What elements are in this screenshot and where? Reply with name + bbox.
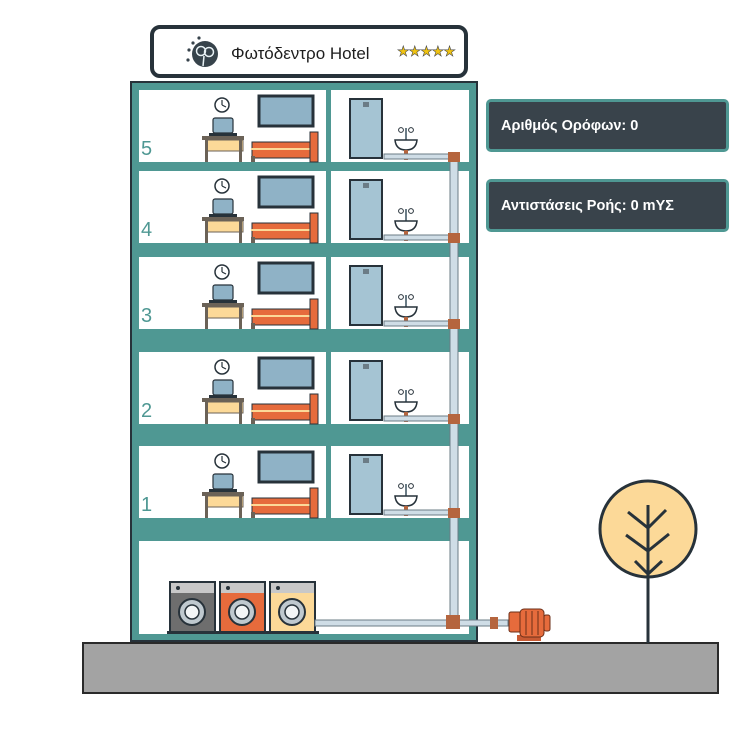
floor-number-label: 4 (141, 219, 153, 241)
floor-2 (139, 352, 469, 425)
sink-icon (394, 127, 418, 160)
shower-cabin (349, 265, 383, 326)
washing-machine (269, 581, 316, 634)
floor-number-label: 3 (141, 305, 153, 327)
clock-icon (214, 97, 230, 113)
floor-number-label: 5 (141, 138, 153, 160)
shower-cabin (349, 454, 383, 515)
floors-count-label: Αριθμός Ορόφων: 0 (501, 117, 639, 134)
tv-screen (257, 175, 315, 209)
desk (202, 198, 244, 243)
tv-screen (257, 356, 315, 390)
bed (251, 298, 319, 330)
tv-screen (257, 261, 315, 295)
floor-5 (139, 90, 469, 163)
washing-machine (169, 581, 216, 634)
desk (202, 379, 244, 424)
bed (251, 393, 319, 425)
shower-cabin (349, 360, 383, 421)
tree (598, 479, 698, 643)
clock-icon (214, 178, 230, 194)
shower-cabin (349, 98, 383, 159)
floors-count-panel: Αριθμός Ορόφων: 0 (486, 99, 729, 152)
flow-resistance-panel: Αντιστάσεις Ροής: 0 mΥΣ (486, 179, 729, 232)
shower-cabin (349, 179, 383, 240)
floor-number-label: 1 (141, 494, 153, 516)
riser-pipe (449, 157, 459, 624)
desk (202, 284, 244, 329)
floor-4 (139, 171, 469, 244)
floor-number-label: 2 (141, 400, 153, 422)
bed (251, 212, 319, 244)
hotel-name: Φωτόδεντρο Hotel (231, 44, 370, 63)
desk (202, 473, 244, 518)
hotel-sign: Φωτόδεντρο Hotel ★★★★★ (150, 25, 468, 78)
branch-pipes (383, 152, 460, 518)
floors-group (139, 90, 469, 519)
flow-resistance-label: Αντιστάσεις Ροής: 0 mΥΣ (501, 197, 674, 214)
bed (251, 487, 319, 519)
floor-3 (139, 257, 469, 330)
tv-screen (257, 94, 315, 128)
pipe-joint (446, 615, 460, 629)
bed (251, 131, 319, 163)
floor-1 (139, 446, 469, 519)
clock-icon (214, 359, 230, 375)
hotel-rating-stars: ★★★★★ (397, 43, 456, 60)
supply-pipe (314, 619, 509, 627)
ground (82, 642, 719, 694)
pipe-joint (490, 617, 498, 629)
water-pump[interactable] (508, 608, 551, 641)
washing-machine (219, 581, 266, 634)
clock-icon (214, 264, 230, 280)
desk (202, 117, 244, 162)
photodendro-logo-icon (186, 36, 218, 67)
clock-icon (214, 453, 230, 469)
washing-machines (167, 581, 319, 634)
tv-screen (257, 450, 315, 484)
